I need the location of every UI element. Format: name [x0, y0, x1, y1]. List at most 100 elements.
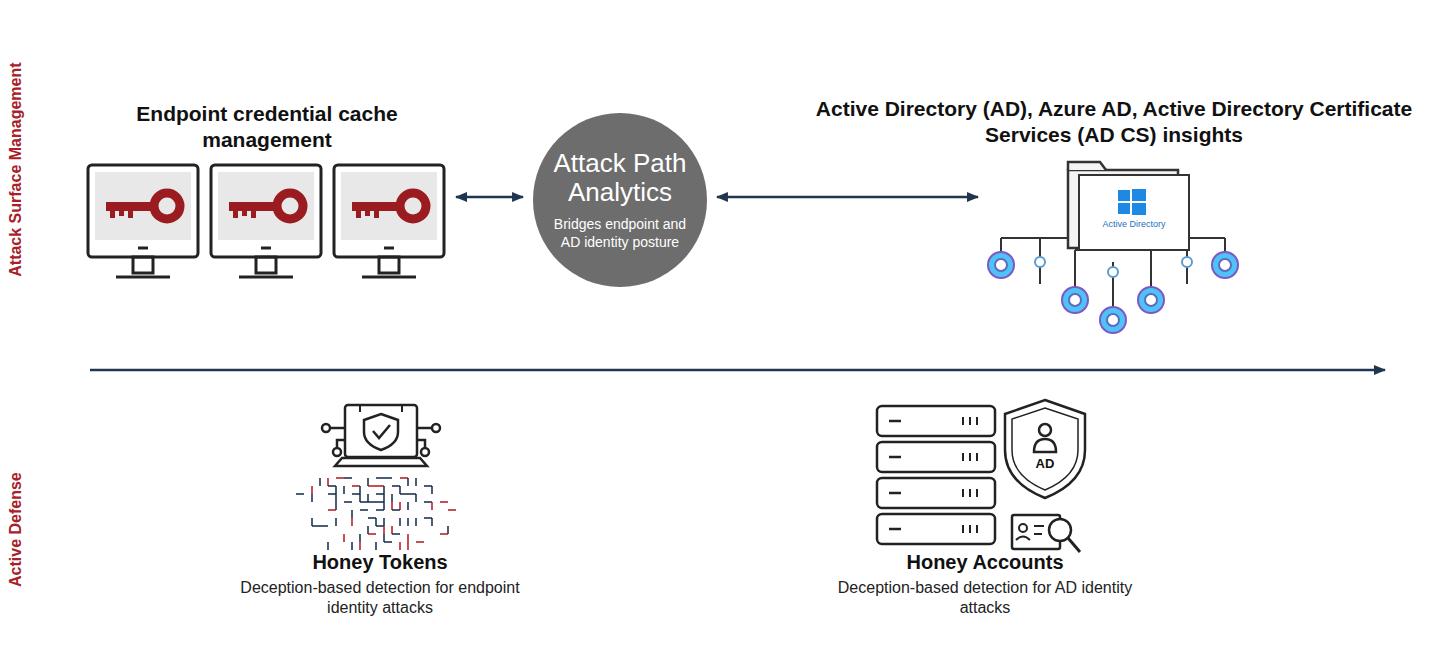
- maze-stroke: [312, 525, 320, 527]
- maze-stroke: [447, 526, 449, 534]
- maze-stroke: [328, 485, 336, 487]
- maze-stroke: [407, 534, 409, 542]
- band-label: Attack Surface Management: [6, 20, 25, 320]
- divider-arrow: [90, 369, 1385, 372]
- maze-stroke: [352, 485, 360, 487]
- maze-stroke: [392, 485, 400, 487]
- maze-stroke: [408, 493, 416, 495]
- maze-stroke: [327, 478, 329, 486]
- maze-stroke: [384, 541, 392, 543]
- maze-stroke: [407, 518, 409, 526]
- maze-stroke: [415, 478, 417, 486]
- defense-description: Deception-based detection for endpoint i…: [230, 578, 530, 618]
- defense-description: Deception-based detection for AD identit…: [835, 578, 1135, 618]
- maze-stroke: [336, 477, 344, 479]
- maze-stroke: [383, 518, 385, 526]
- connector-arrow: [456, 196, 523, 199]
- maze-stroke: [359, 494, 361, 502]
- maze-stroke: [376, 501, 384, 503]
- maze-stroke: [392, 509, 400, 511]
- band-label: Active Defense: [6, 380, 25, 667]
- maze-stroke: [376, 525, 384, 527]
- maze-stroke: [431, 486, 433, 494]
- maze-stroke: [367, 494, 369, 502]
- maze-stroke: [359, 534, 361, 542]
- maze-stroke: [383, 494, 385, 502]
- maze-stroke: [376, 493, 384, 495]
- honey-accounts-group: Honey AccountsDeception-based detection …: [835, 400, 1135, 645]
- maze-stroke: [296, 493, 304, 495]
- shield-label: AD: [1027, 456, 1063, 472]
- maze-stroke: [311, 518, 313, 526]
- maze-stroke: [319, 478, 321, 486]
- maze-stroke: [360, 501, 368, 503]
- honey-account-icon: [877, 400, 1085, 552]
- maze-stroke: [424, 485, 432, 487]
- maze-stroke: [343, 534, 345, 542]
- maze-stroke: [416, 541, 424, 543]
- maze-stroke: [407, 542, 409, 550]
- maze-stroke: [327, 542, 329, 550]
- honey-tokens-group: Honey TokensDeception-based detection fo…: [230, 400, 530, 645]
- maze-stroke: [399, 502, 401, 510]
- maze-stroke: [407, 478, 409, 486]
- maze-stroke: [431, 518, 433, 526]
- maze-stroke: [351, 510, 353, 518]
- maze-stroke: [391, 526, 393, 534]
- maze-stroke: [344, 501, 352, 503]
- connector-arrow: [717, 196, 978, 199]
- maze-stroke: [440, 501, 448, 503]
- maze-stroke: [440, 533, 448, 535]
- maze-stroke: [335, 518, 337, 526]
- maze-stroke: [328, 493, 336, 495]
- section-heading: Active Directory (AD), Azure AD, Active …: [784, 96, 1430, 149]
- circle-subtitle: Bridges endpoint and AD identity posture: [550, 215, 690, 251]
- maze-stroke: [383, 502, 385, 510]
- monitor-icon: [211, 165, 321, 277]
- maze-stroke: [375, 542, 377, 550]
- maze-stroke: [376, 509, 384, 511]
- maze-stroke: [392, 533, 400, 535]
- maze-stroke: [360, 509, 368, 511]
- monitor-icon: [334, 165, 444, 277]
- analytics-circle: Attack Path AnalyticsBridges endpoint an…: [533, 113, 707, 287]
- maze-stroke: [368, 485, 376, 487]
- maze-stroke: [399, 486, 401, 494]
- maze-stroke: [376, 485, 384, 487]
- ad-insights-group: Active Directory (AD), Azure AD, Active …: [988, 160, 1240, 335]
- maze-stroke: [367, 478, 369, 486]
- maze-stroke: [367, 526, 369, 534]
- maze-stroke: [424, 501, 432, 503]
- maze-stroke: [424, 517, 432, 519]
- maze-stroke: [400, 493, 408, 495]
- maze-stroke: [343, 486, 345, 494]
- maze-stroke: [384, 477, 392, 479]
- maze-stroke: [311, 486, 313, 494]
- maze-stroke: [352, 493, 360, 495]
- maze-stroke: [320, 525, 328, 527]
- maze-stroke: [335, 486, 337, 494]
- monitor-icon: [88, 165, 198, 277]
- section-heading: Endpoint credential cache management: [117, 101, 417, 154]
- maze-stroke: [368, 533, 376, 535]
- maze-stroke: [328, 509, 336, 511]
- maze-stroke: [415, 494, 417, 502]
- maze-stroke: [383, 526, 385, 534]
- maze-stroke: [351, 518, 353, 526]
- maze-stroke: [431, 502, 433, 510]
- maze-stroke: [375, 518, 377, 526]
- defense-heading: Honey Tokens: [312, 550, 447, 574]
- credential-cache-group: Endpoint credential cache management: [88, 165, 446, 283]
- icon-caption: Active Directory: [1080, 219, 1188, 230]
- maze-stroke: [399, 542, 401, 550]
- maze-stroke: [391, 502, 393, 510]
- maze-stroke: [415, 518, 417, 526]
- honey-token-icon: [322, 405, 440, 466]
- maze-stroke: [399, 518, 401, 526]
- maze-stroke: [400, 477, 408, 479]
- maze-stroke: [351, 542, 353, 550]
- maze-stroke: [359, 486, 361, 494]
- maze-stroke: [391, 494, 393, 502]
- maze-pattern: [296, 478, 456, 550]
- maze-stroke: [383, 534, 385, 542]
